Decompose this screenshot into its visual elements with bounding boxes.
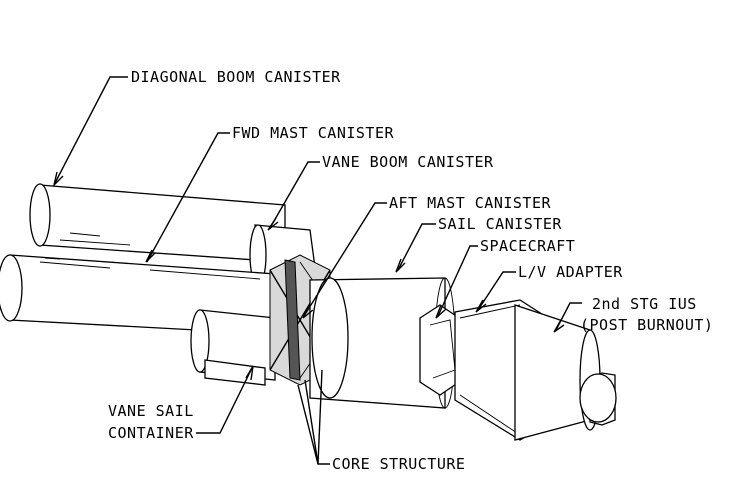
label-core-structure: CORE STRUCTURE [332, 455, 466, 473]
label-vane-sail-line1: VANE SAIL [108, 402, 194, 420]
label-spacecraft: SPACECRAFT [480, 237, 576, 255]
label-vane-sail-line2: CONTAINER [108, 424, 194, 442]
label-vane-boom-canister: VANE BOOM CANISTER [322, 153, 494, 171]
label-fwd-mast-canister: FWD MAST CANISTER [232, 124, 395, 142]
label-second-stage-line2: (POST BURNOUT) [580, 316, 714, 334]
vane-sail-container-shape [190, 309, 276, 386]
label-second-stage-line1: 2nd STG IUS [592, 295, 697, 313]
label-lv-adapter: L/V ADAPTER [518, 263, 623, 281]
sail-canister-shape [309, 277, 456, 409]
second-stage-ius-shape [514, 304, 617, 441]
leader-lines [52, 76, 582, 465]
label-sail-canister: SAIL CANISTER [438, 215, 562, 233]
diagonal-boom-canister-shape [29, 183, 286, 263]
label-aft-mast-canister: AFT MAST CANISTER [389, 194, 552, 212]
label-diagonal-boom-canister: DIAGONAL BOOM CANISTER [131, 68, 341, 86]
